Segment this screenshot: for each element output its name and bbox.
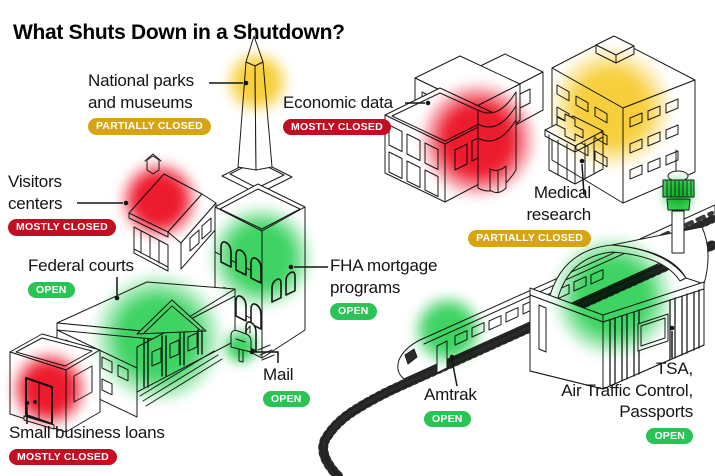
status-badge-fha: OPEN [330, 303, 377, 320]
status-badge-economic-data: MOSTLY CLOSED [283, 118, 391, 135]
glow-national-parks [222, 47, 292, 117]
glow-control-tower [660, 176, 696, 212]
glow-small-business [7, 347, 91, 431]
railroad-track-illustration [318, 239, 715, 476]
page-title: What Shuts Down in a Shutdown? [13, 21, 345, 45]
glow-amtrak [409, 291, 487, 369]
glow-tsa-station [548, 232, 678, 362]
status-badge-amtrak: OPEN [424, 410, 471, 427]
glow-mail [221, 327, 261, 367]
label-amtrak: Amtrak OPEN [424, 384, 477, 427]
status-badge-mail: OPEN [263, 390, 310, 407]
status-badge-tsa: OPEN [646, 427, 693, 444]
label-text: Economic data [283, 93, 393, 112]
label-economic-data: Economic data MOSTLY CLOSED [283, 92, 393, 135]
label-small-business: Small business loans MOSTLY CLOSED [9, 422, 165, 465]
label-text: Small business loans [9, 423, 165, 442]
label-tsa: TSA,Air Traffic Control,Passports OPEN [561, 358, 693, 444]
glow-medical-research [546, 43, 676, 173]
status-badge-federal-courts: OPEN [28, 281, 75, 298]
status-badge-national-parks: PARTIALLY CLOSED [88, 118, 211, 135]
glow-economic-data [416, 78, 540, 202]
label-text: Amtrak [424, 385, 477, 404]
status-badge-medical-research: PARTIALLY CLOSED [468, 230, 591, 247]
label-federal-courts: Federal courts OPEN [28, 255, 134, 298]
status-badge-visitors-centers: MOSTLY CLOSED [8, 219, 116, 236]
label-text: TSA,Air Traffic Control,Passports [561, 359, 693, 421]
glow-federal-courts [88, 268, 228, 408]
label-text: Federal courts [28, 256, 134, 275]
glow-fha [205, 201, 317, 313]
status-badge-small-business: MOSTLY CLOSED [9, 448, 117, 465]
label-mail: Mail OPEN [263, 364, 310, 407]
label-text: Mail [263, 365, 294, 384]
glow-visitors-centers [116, 157, 202, 243]
